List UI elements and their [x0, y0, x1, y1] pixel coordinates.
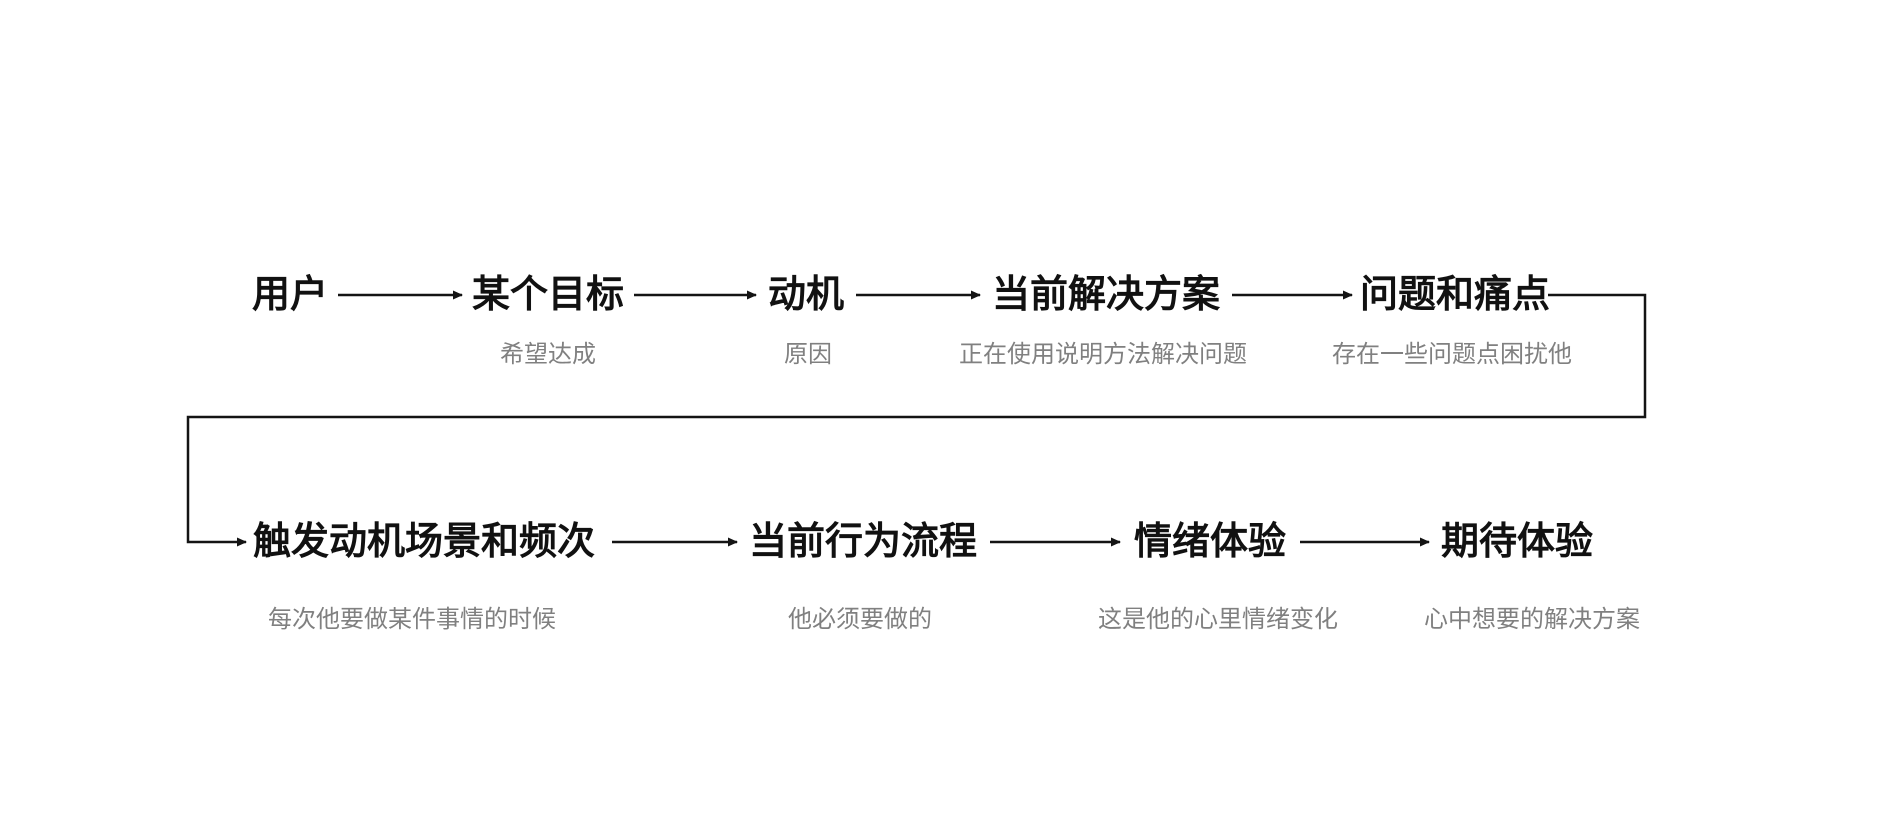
note-goal: 希望达成 — [500, 341, 596, 368]
note-trigger-scene-frequency: 每次他要做某件事情的时候 — [268, 606, 556, 633]
note-motivation: 原因 — [784, 341, 832, 368]
connector-painpoints-to-trigger — [186, 293, 1647, 547]
node-expected-experience: 期待体验 — [1440, 521, 1594, 563]
node-current-behavior-flow: 当前行为流程 — [748, 521, 978, 563]
note-current-behavior-flow: 他必须要做的 — [788, 606, 932, 633]
note-pain-points: 存在一些问题点困扰他 — [1332, 341, 1572, 368]
note-expected-experience: 心中想要的解决方案 — [1424, 606, 1640, 633]
note-current-solution: 正在使用说明方法解决问题 — [959, 341, 1247, 368]
node-goal: 某个目标 — [471, 274, 625, 316]
note-emotion-experience: 这是他的心里情绪变化 — [1098, 606, 1338, 633]
node-emotion-experience: 情绪体验 — [1133, 521, 1287, 563]
node-current-solution: 当前解决方案 — [991, 274, 1221, 316]
node-user: 用户 — [251, 274, 329, 316]
node-trigger-scene-frequency: 触发动机场景和频次 — [252, 521, 596, 563]
node-pain-points: 问题和痛点 — [1359, 274, 1551, 316]
node-motivation: 动机 — [767, 274, 845, 316]
